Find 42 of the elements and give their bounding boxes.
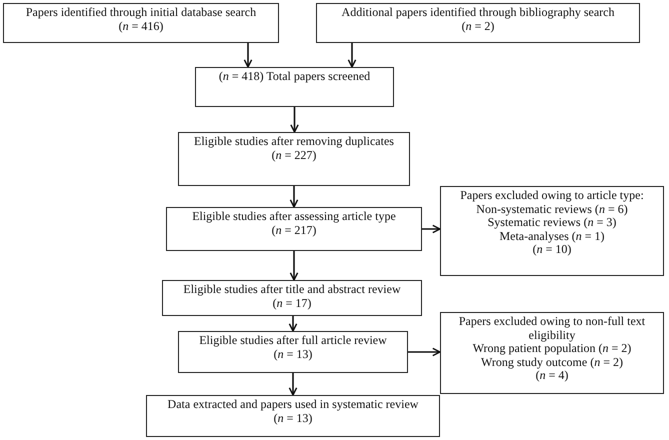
process-box [195, 67, 394, 107]
box-subtext: (n = 10) [532, 243, 572, 256]
box-text: Eligible studies after removing duplicates [193, 135, 395, 148]
box-text: Additional papers identified through bibliography search [340, 6, 616, 20]
box-text: Data extracted and papers used in systematic review [166, 398, 420, 412]
arrow [290, 107, 299, 133]
box-subtext: Systematic reviews (n = 3) [488, 216, 618, 230]
box-text: Eligible studies after assessing article type [191, 210, 397, 224]
box-subtext: Meta-analyses (n = 1) [499, 230, 606, 243]
arrow [408, 348, 441, 356]
box-text: (n = 418) Total papers screened [218, 70, 372, 84]
process-box [316, 3, 640, 43]
box-subtext: (n = 217) [270, 224, 316, 237]
process-box [178, 331, 408, 373]
arrow [288, 316, 298, 332]
arrow [290, 251, 298, 281]
box-text: Eligible studies after title and abstract review [182, 283, 402, 296]
process-box [178, 132, 410, 186]
box-subtext: (n = 416) [118, 20, 164, 33]
process-box [146, 395, 440, 437]
box-subtext: (n = 227) [270, 148, 316, 162]
process-box [440, 186, 664, 276]
box-subtext: (n = 17) [272, 296, 312, 310]
arrow [422, 224, 441, 234]
box-subtext: Non-systematic reviews (n = 6) [475, 202, 628, 216]
box-subtext: (n = 4) [536, 369, 570, 382]
arrow [348, 43, 356, 68]
box-text: Papers excluded owing to article type: [459, 189, 645, 202]
arrow [244, 43, 252, 68]
process-box [166, 207, 422, 251]
box-subtext: Wrong study outcome (n = 2) [481, 356, 624, 369]
arrow [290, 186, 298, 208]
box-subtext: (n = 2) [460, 20, 494, 33]
box-text: Papers identified through initial database search [24, 6, 258, 20]
box-subtext: (n = 13) [272, 412, 314, 425]
box-subtext: Wrong patient population (n = 2) [472, 342, 632, 356]
process-box [3, 3, 279, 43]
box-subtext: (n = 13) [272, 348, 314, 361]
arrow [288, 373, 298, 396]
process-box [162, 280, 422, 316]
box-text: Eligible studies after full article review [198, 334, 388, 348]
process-box [440, 312, 664, 394]
